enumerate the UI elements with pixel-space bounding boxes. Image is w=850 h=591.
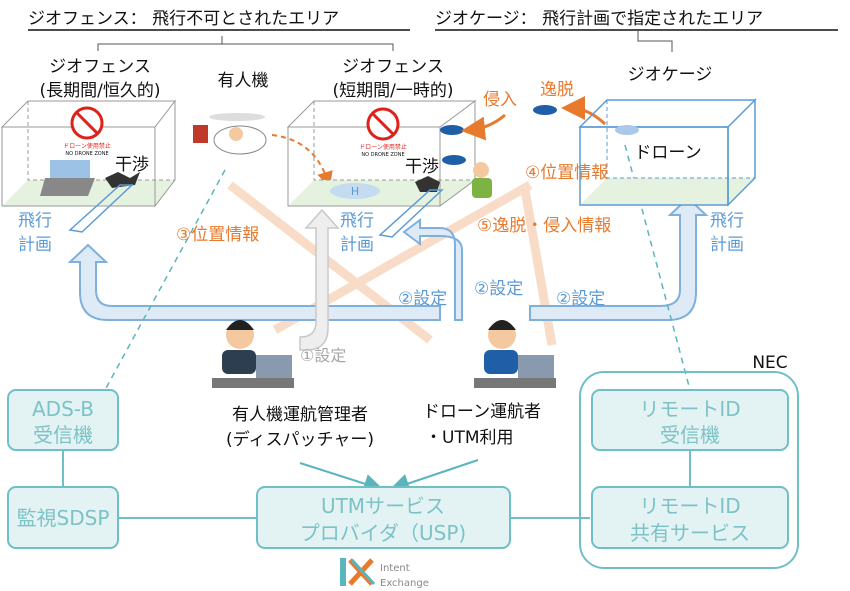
position-info-3: ③位置情報 [176, 225, 259, 245]
drone-icon [533, 105, 557, 115]
rid-label: リモートID [639, 397, 740, 421]
dispatcher-to-usp-arrow [299, 462, 384, 494]
landing-path [271, 134, 333, 188]
heliport-icon [330, 183, 380, 199]
geofence-title: ジオフェンス： 飛行不可とされたエリア [28, 9, 339, 29]
sign-en: NO DRONE ZONE [65, 151, 108, 157]
remote-id-receiver-box: リモートID 受信機 [591, 389, 789, 451]
deviation-intrusion-info-5: ⑤逸脱・侵入情報 [477, 216, 611, 236]
monitoring-sdsp-box: 監視SDSP [7, 486, 119, 549]
usp-label: UTMサービス [321, 494, 445, 518]
airport-building-icon [50, 160, 90, 178]
adsb-receiver-box: ADS-B 受信機 [7, 389, 119, 451]
helicopter-icon [193, 113, 267, 155]
deviation-label: 逸脱 [540, 80, 574, 100]
drone-icon [440, 125, 466, 165]
position-info-4: ④位置情報 [525, 163, 608, 183]
geocage-title: ジオケージ： 飛行計画で指定されたエリア [435, 9, 763, 29]
geofence-long-box: ドローン使用禁止 NO DRONE ZONE 干渉 [0, 99, 177, 233]
dispatcher-sub: (ディスパッチャー) [226, 429, 374, 450]
drone-operator-sub: ・UTM利用 [425, 428, 514, 448]
flight-plan-label: 飛行 [340, 211, 374, 231]
logo-text: Exchange [380, 578, 429, 589]
flight-plan-label: 飛行 [710, 211, 744, 231]
setting-2: ②設定 [556, 289, 605, 309]
flight-plan-arrows [67, 196, 709, 321]
interference-label: 干渉 [115, 155, 149, 175]
dispatcher-icon [212, 320, 294, 388]
intrusion-label: 侵入 [483, 90, 517, 110]
flight-plan-label: 飛行 [18, 211, 52, 231]
flight-plan-label: 計画 [710, 235, 744, 255]
flight-plan-label: 計画 [340, 235, 374, 255]
nec-label: NEC [752, 353, 787, 373]
remote-id-signal-line [624, 144, 691, 391]
interference-label: 干渉 [405, 157, 439, 177]
adsb-label: ADS-B [32, 397, 94, 421]
setting-2: ②設定 [474, 279, 523, 299]
operator-to-usp-arrow [389, 459, 479, 494]
sdsp-label: 監視SDSP [17, 506, 110, 530]
nec-group [579, 371, 799, 569]
sign-jp: ドローン使用禁止 [359, 143, 407, 151]
adsb-signal-line [104, 169, 226, 391]
flight-plan-label: 計画 [18, 235, 52, 255]
setting-2: ②設定 [398, 289, 447, 309]
drone-icon [615, 125, 639, 135]
remote-id-sharing-box: リモートID 共有サービス [591, 486, 789, 549]
geofence-long-title: ジオフェンス [49, 57, 151, 77]
drone-pilot-icon [473, 162, 489, 178]
drone-operator-icon [474, 320, 556, 388]
geocage-label: ジオケージ [628, 65, 713, 85]
sign-jp: ドローン使用禁止 [63, 142, 111, 150]
usp-box: UTMサービス プロバイダ（USP) [256, 486, 511, 549]
geofence-short-title: ジオフェンス [342, 57, 444, 77]
logo-text: Intent [380, 563, 410, 574]
setting-1: ①設定 [300, 346, 346, 365]
rid-label: 受信機 [660, 423, 720, 447]
rid-label: 共有サービス [630, 521, 750, 545]
geocage-box [578, 98, 757, 207]
geofence-short-box: ドローン使用禁止 NO DRONE ZONE H 干渉 [286, 100, 492, 238]
drone-operator-label: ドローン運航者 [423, 402, 541, 422]
interference-burst-icon [415, 176, 440, 192]
intent-exchange-logo: Intent Exchange [340, 558, 429, 589]
geofence-long-sub: (長期間/恒久的) [40, 81, 161, 101]
dispatcher-label: 有人機運航管理者 [232, 405, 368, 425]
intrusion-arrow [461, 113, 506, 141]
interference-burst-icon [105, 172, 140, 188]
svg-text:H: H [351, 185, 359, 198]
rid-label: リモートID [639, 494, 740, 518]
geofence-bracket [97, 36, 394, 51]
adsb-label: 受信機 [33, 423, 93, 447]
geofence-short-sub: (短期間/一時的) [333, 81, 454, 101]
sign-en: NO DRONE ZONE [361, 152, 404, 158]
geocage-connector [637, 30, 673, 52]
manned-aircraft-label: 有人機 [218, 71, 269, 91]
drone-label: ドローン [634, 143, 701, 163]
usp-label: プロバイダ（USP) [300, 521, 466, 545]
deviation-arrow [561, 96, 607, 126]
setting-arrow [299, 208, 340, 351]
